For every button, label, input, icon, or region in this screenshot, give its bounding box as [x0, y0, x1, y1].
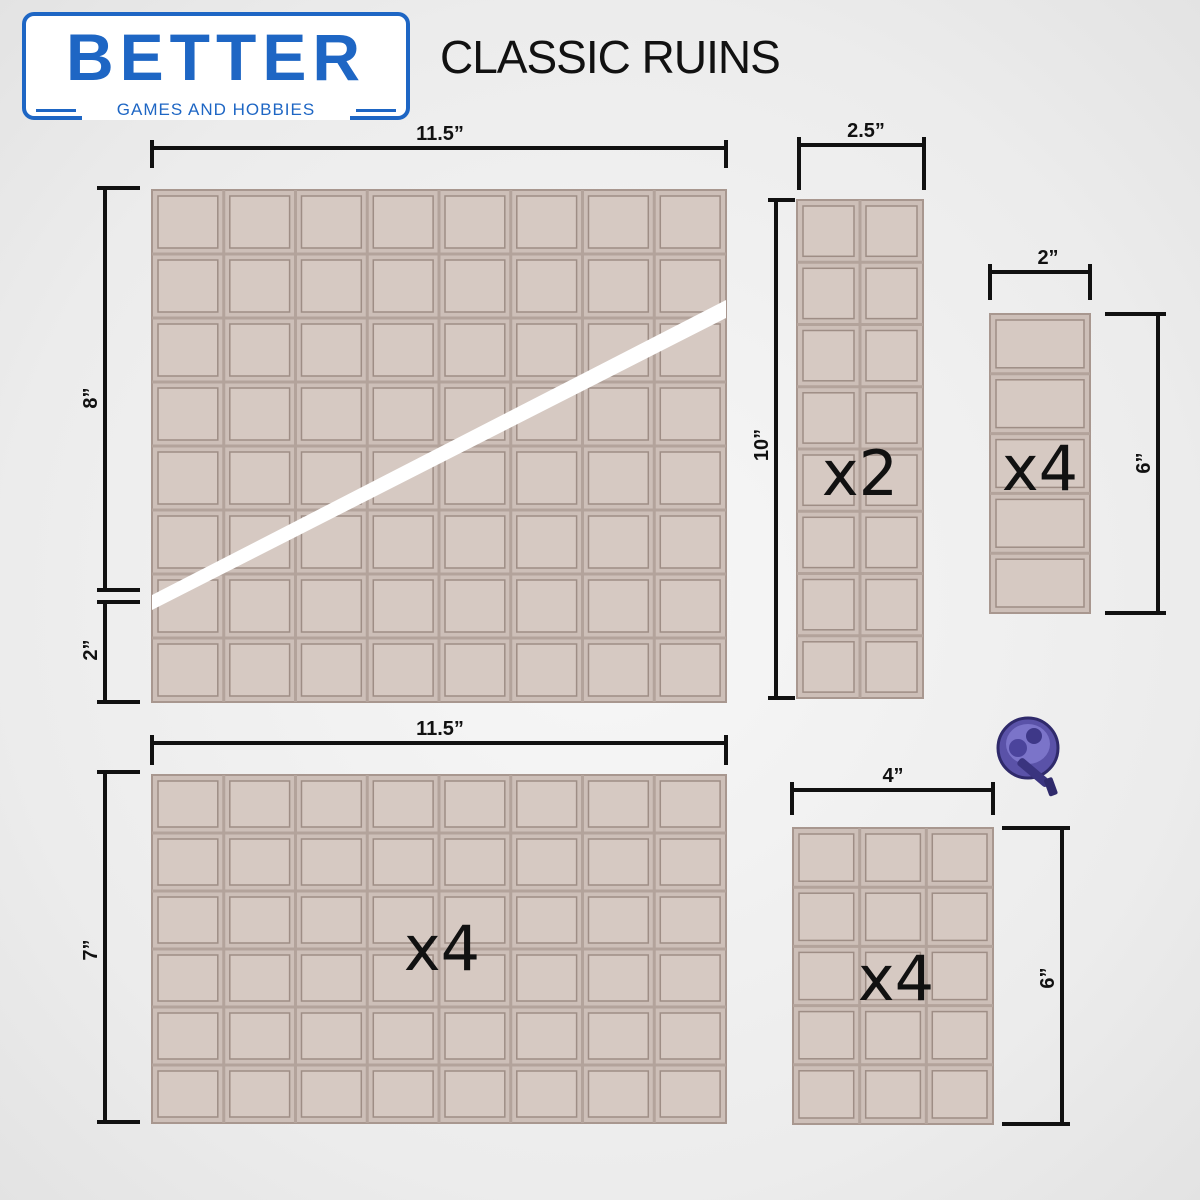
- label-tall-width: 2.5”: [847, 120, 885, 142]
- ruin-wall-small: [989, 313, 1091, 614]
- brand-logo: BETTER GAMES AND HOBBIES: [22, 12, 410, 120]
- qty-wide: x4: [404, 912, 480, 985]
- qty-small: x4: [1002, 432, 1078, 505]
- label-mid-height: 6”: [1037, 967, 1059, 988]
- label-mid-width: 4”: [882, 765, 903, 787]
- ruin-wall-medium: [792, 827, 994, 1125]
- qty-tall: x2: [822, 437, 898, 510]
- logo-tagline: GAMES AND HOBBIES: [82, 100, 350, 120]
- label-big-height: 8”: [80, 387, 102, 408]
- label-small-height: 6”: [1133, 452, 1155, 473]
- ruin-wall-large: [151, 189, 727, 703]
- logo-wordmark: BETTER: [66, 20, 366, 94]
- label-big-width: 11.5”: [416, 123, 464, 145]
- label-small-width: 2”: [1037, 247, 1058, 269]
- label-wide-height: 7”: [80, 939, 102, 960]
- page-title: CLASSIC RUINS: [440, 31, 781, 83]
- label-wide-width: 11.5”: [416, 718, 464, 740]
- ruin-wall-wide: [151, 774, 727, 1124]
- miniature-figure-icon: [996, 716, 1060, 797]
- diagonal-cut-line: [152, 300, 726, 610]
- ruin-wall-tall: [796, 199, 924, 699]
- logo-rule-left: [36, 109, 76, 112]
- label-tall-height: 10”: [751, 429, 773, 461]
- logo-rule-right: [356, 109, 396, 112]
- label-big-step: 2”: [80, 639, 102, 660]
- qty-mid: x4: [858, 942, 934, 1015]
